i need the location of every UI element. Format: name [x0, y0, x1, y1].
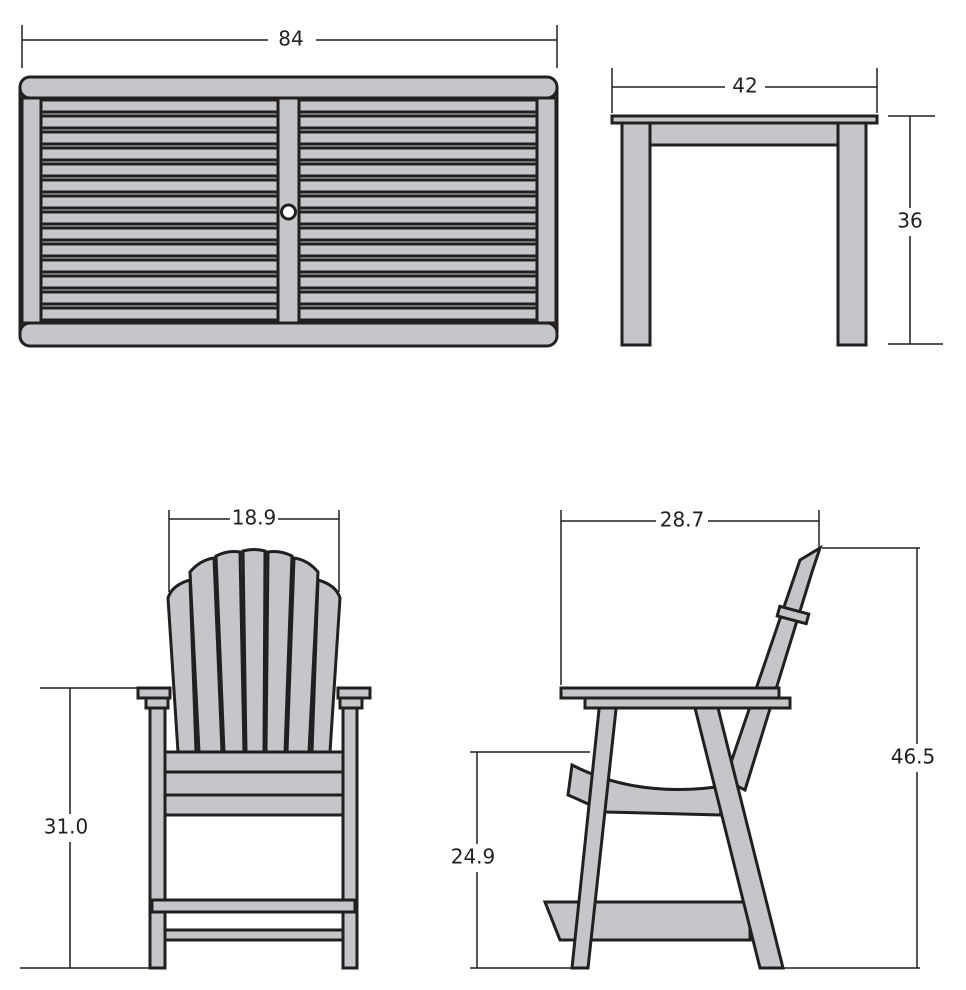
dim-table-width: 42 [611, 68, 878, 113]
table-slat [38, 162, 280, 178]
table-slat [38, 130, 280, 146]
label-chair-arm-height: 31.0 [44, 815, 89, 839]
table-slat [38, 242, 280, 258]
dim-chair-width: 18.9 [168, 506, 340, 592]
table-slat [297, 178, 539, 194]
table-slat [297, 274, 539, 290]
label-chair-depth: 28.7 [660, 508, 705, 532]
table-slat [38, 290, 280, 306]
table-slat [297, 146, 539, 162]
table-slat [38, 178, 280, 194]
label-table-width: 42 [732, 74, 757, 98]
table-slat [297, 130, 539, 146]
umbrella-hole [280, 203, 297, 221]
dim-chair-depth: 28.7 [560, 508, 820, 685]
table-slat [297, 306, 539, 322]
chair-front-view [136, 548, 372, 970]
table-slat [297, 210, 539, 226]
table-slat [297, 114, 539, 130]
table-slat [297, 162, 539, 178]
table-slat [38, 146, 280, 162]
table-slat [38, 306, 280, 322]
table-slat [297, 98, 539, 114]
label-chair-width: 18.9 [232, 506, 277, 530]
dim-chair-seat-height: 24.9 [448, 751, 590, 969]
label-table-height: 36 [897, 209, 922, 233]
label-chair-height: 46.5 [891, 745, 936, 769]
table-slat [297, 290, 539, 306]
label-chair-seat-height: 24.9 [451, 845, 496, 869]
table-top-view [18, 75, 559, 348]
table-slat [297, 258, 539, 274]
table-slat [297, 226, 539, 242]
chair-side-view [542, 544, 823, 970]
label-table-length: 84 [278, 27, 303, 51]
table-slat [38, 258, 280, 274]
table-slat [38, 98, 280, 114]
table-slat [38, 210, 280, 226]
table-slat [38, 194, 280, 210]
table-slat [38, 274, 280, 290]
dim-table-length: 84 [21, 25, 558, 68]
dim-chair-arm-height: 31.0 [20, 687, 150, 969]
table-slat [38, 226, 280, 242]
table-side-view [610, 114, 879, 347]
table-slat [297, 242, 539, 258]
table-slat [38, 114, 280, 130]
dim-chair-height: 46.5 [783, 547, 940, 969]
dim-table-height: 36 [888, 115, 943, 345]
table-slat [297, 194, 539, 210]
